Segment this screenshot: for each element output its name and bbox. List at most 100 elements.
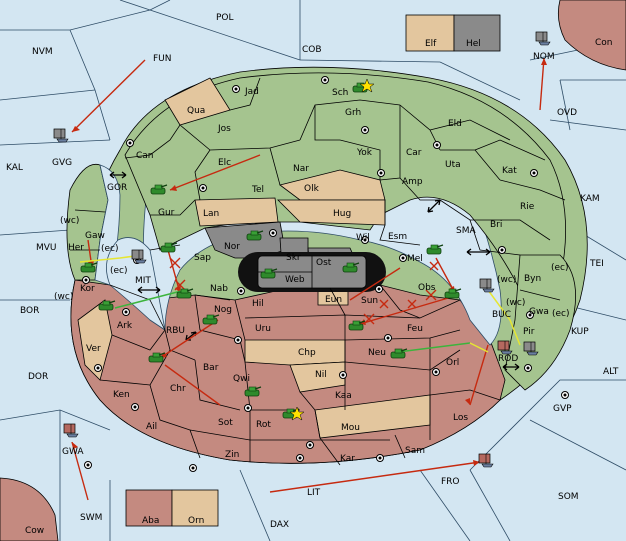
label-orl: Orl (446, 358, 459, 368)
tank-icon[interactable] (150, 184, 168, 195)
label-los: Los (453, 413, 468, 423)
fleet-icon[interactable] (478, 453, 494, 468)
tank-icon[interactable] (426, 244, 444, 255)
label-eun: Eun (325, 295, 342, 305)
label-jos: Jos (217, 124, 231, 134)
sea-label-dax: DAX (270, 520, 289, 530)
fleet-icon[interactable] (63, 423, 79, 438)
label-elf: Elf (425, 39, 437, 49)
label-feu: Feu (407, 324, 423, 334)
label-lan: Lan (203, 209, 219, 219)
sea-label-gvg: GVG (52, 158, 72, 168)
sea-label-kam: KAM (580, 194, 600, 204)
tank-icon[interactable] (244, 386, 262, 397)
coast-tag: (wc) (54, 292, 73, 302)
label-ver: Ver (86, 344, 101, 354)
sea-label-fro: FRO (441, 477, 460, 487)
fleet-icon[interactable] (131, 249, 147, 264)
label-yok: Yok (356, 148, 373, 158)
sea-label-gma: GWA (62, 447, 84, 457)
sea-label-som: SOM (558, 492, 579, 502)
territory-elf[interactable] (405, 14, 455, 52)
tank-icon[interactable] (260, 268, 278, 279)
tank-icon[interactable] (148, 352, 166, 363)
label-nab: Nab (210, 284, 228, 294)
sea-label-tei: TEI (589, 259, 604, 269)
labels: POL NVM FUN COB OVD KAL GVG MVU BOR DOR … (6, 13, 619, 536)
tank-icon[interactable] (160, 242, 178, 253)
label-con: Con (595, 38, 613, 48)
label-zin: Zin (225, 450, 239, 460)
label-amp: Amp (402, 177, 423, 187)
tank-icon[interactable] (246, 230, 264, 241)
failed-order-marks (169, 257, 439, 325)
label-car: Car (406, 148, 422, 158)
label-hug: Hug (333, 209, 351, 219)
label-sot: Sot (218, 418, 233, 428)
sea-label-sma: SMA (456, 226, 476, 236)
fleet-icon[interactable] (53, 128, 69, 143)
label-hel: Hel (466, 39, 481, 49)
fleet-icon[interactable] (497, 340, 513, 355)
sea-label-pol: POL (216, 13, 234, 23)
label-orn: Orn (188, 516, 204, 526)
label-sun: Sun (361, 296, 378, 306)
coast-tag: (wc) (497, 275, 516, 285)
territory-orn[interactable] (171, 489, 219, 527)
territory-cow[interactable] (0, 477, 59, 541)
sea-label-nvm: NVM (32, 47, 53, 57)
label-kat: Kat (502, 166, 517, 176)
tank-icon[interactable] (348, 320, 366, 331)
label-gwa: Gwa (529, 307, 549, 317)
label-her: Her (68, 243, 84, 253)
sea-label-cob: COB (302, 45, 322, 55)
territory-hel[interactable] (453, 14, 501, 52)
tank-icon[interactable] (98, 300, 116, 311)
territory-con[interactable] (557, 0, 626, 71)
order-arrows (71, 57, 547, 501)
territory-ver[interactable] (77, 299, 113, 381)
sea-label-swm: SWM (80, 513, 102, 523)
coast-tag: (ec) (110, 266, 128, 276)
tank-icon[interactable] (80, 262, 98, 273)
territory-aba[interactable] (125, 489, 173, 527)
connection-arrows (109, 171, 520, 371)
label-neu: Neu (368, 348, 386, 358)
label-nor: Nor (224, 242, 240, 252)
sea-label-buc: BUC (492, 310, 511, 320)
coast-tag: (ec) (551, 263, 569, 273)
label-pir: Pir (523, 327, 535, 337)
territory-chp[interactable] (244, 339, 346, 366)
label-grh: Grh (345, 108, 361, 118)
label-ail: Ail (146, 422, 157, 432)
support-lines (79, 255, 521, 353)
coast-tag: (wc) (60, 216, 79, 226)
label-hil: Hil (252, 299, 264, 309)
label-ark: Ark (117, 321, 133, 331)
label-gaw: Gaw (85, 231, 105, 241)
label-jad: Jad (244, 87, 259, 97)
sea-label-gor: GOR (107, 183, 127, 193)
fleet-icon[interactable] (535, 31, 551, 46)
sea-label-gvp: GVP (553, 404, 572, 414)
label-sam: Sam (405, 446, 425, 456)
fleet-icon[interactable] (479, 278, 495, 293)
label-sch: Sch (332, 88, 348, 98)
units-layer (53, 31, 551, 468)
label-aba: Aba (142, 516, 159, 526)
label-mel: Mel (407, 254, 423, 264)
label-tel: Tel (251, 185, 264, 195)
label-skr: Skr (286, 253, 301, 263)
label-elc: Elc (218, 158, 231, 168)
tank-icon[interactable] (176, 288, 194, 299)
tank-icon[interactable] (342, 262, 360, 273)
label-eld: Eld (448, 119, 462, 129)
tank-icon[interactable] (202, 314, 220, 325)
tank-icon[interactable] (444, 288, 462, 299)
label-mou: Mou (341, 423, 360, 433)
label-ken: Ken (113, 390, 130, 400)
territory-olk[interactable] (279, 169, 386, 201)
tank-icon[interactable] (390, 348, 408, 359)
fleet-icon[interactable] (523, 341, 539, 356)
